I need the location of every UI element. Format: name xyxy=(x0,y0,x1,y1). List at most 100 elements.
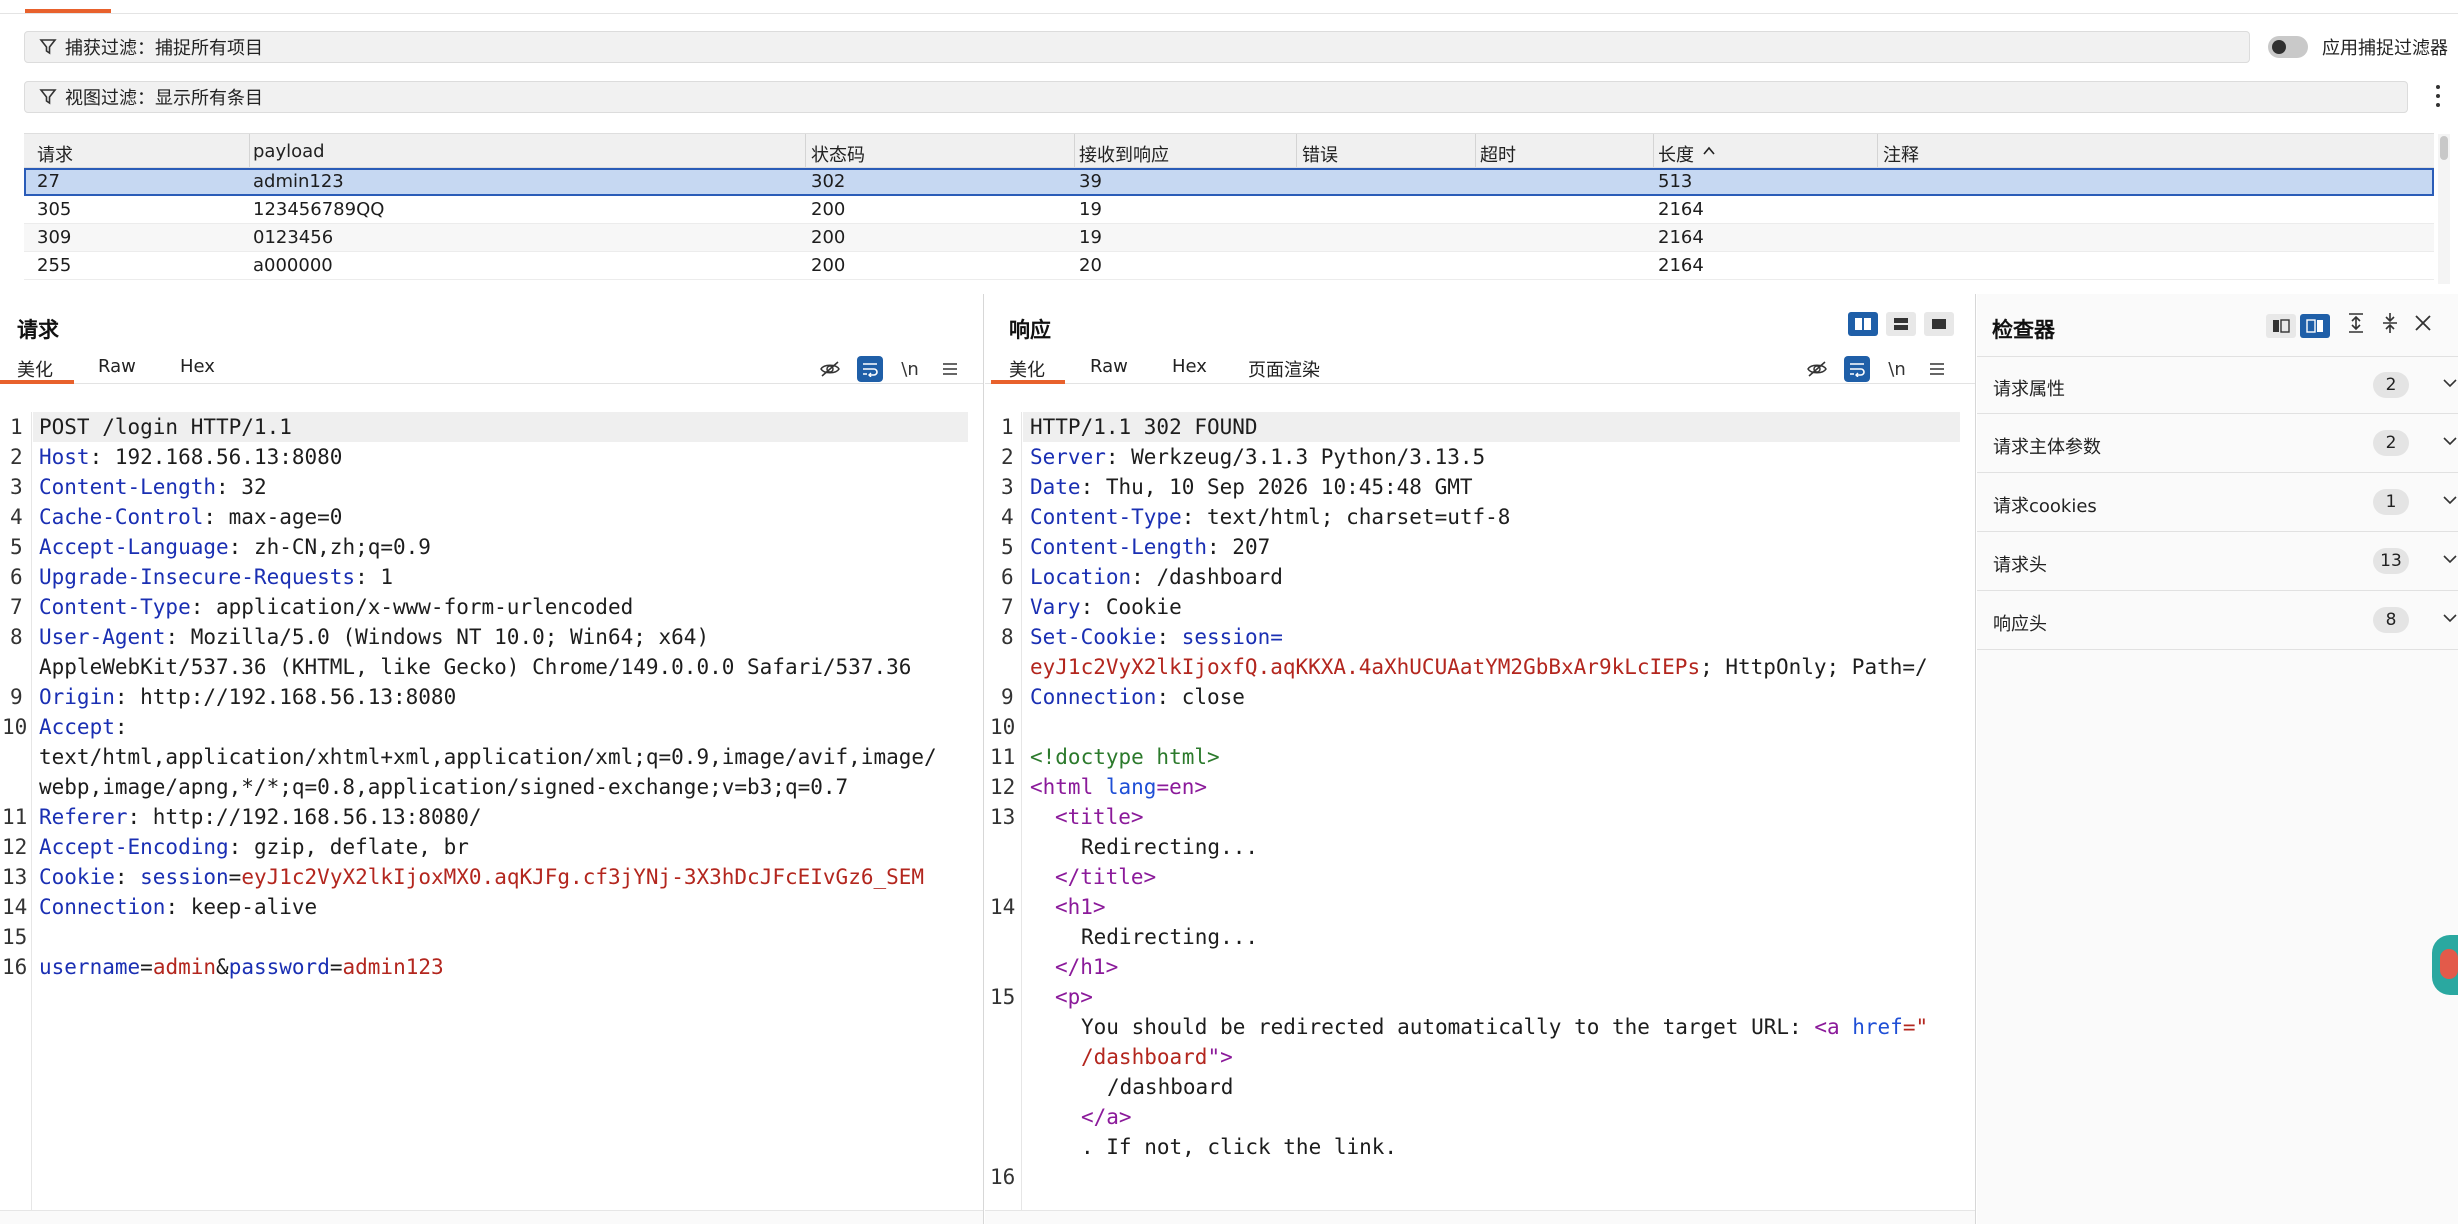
chevron-down-icon xyxy=(2443,437,2457,446)
top-tab-strip xyxy=(0,0,2458,14)
code-line-wrap: eyJ1c2VyX2lkIjoxfQ.aqKKXA.4aXhUCUAatYM2G… xyxy=(1030,655,1928,679)
table-row[interactable]: 255 a000000 200 20 2164 xyxy=(24,252,2434,280)
collapse-all-icon[interactable] xyxy=(2380,312,2400,339)
request-tabs: 美化 Raw Hex \n xyxy=(0,344,983,384)
code-line: Connection: keep-alive xyxy=(39,895,318,919)
hide-nonprintable-icon[interactable] xyxy=(1804,356,1830,382)
tab-render[interactable]: 页面渲染 xyxy=(1248,360,1320,381)
code-line: Content-Type: text/html; charset=utf-8 xyxy=(1030,505,1511,529)
sort-ascending-icon xyxy=(1703,146,1715,155)
menu-icon[interactable] xyxy=(937,356,963,382)
tab-raw[interactable]: Raw xyxy=(98,356,136,377)
request-panel-title: 请求 xyxy=(17,318,59,342)
response-editor-tools: \n xyxy=(1790,356,1950,382)
tab-pretty[interactable]: 美化 xyxy=(17,360,53,381)
code-line-wrap: /dashboard"> xyxy=(1081,1045,1233,1069)
request-panel: 请求 美化 Raw Hex \n 1 POST /login HTTP/1.1 … xyxy=(0,294,984,1224)
apply-capture-filter-label: 应用捕捉过滤器 xyxy=(2322,38,2448,59)
column-header[interactable]: 长度 xyxy=(1658,145,1694,166)
code-line: </a> xyxy=(1081,1105,1132,1129)
floating-assistant-icon[interactable] xyxy=(2432,935,2458,995)
code-line: Redirecting... xyxy=(1081,835,1259,859)
response-horizontal-scrollbar[interactable] xyxy=(985,1210,1975,1224)
inspector-section-request-attributes[interactable]: 请求属性 2 xyxy=(1977,356,2458,414)
inspector-section-body-params[interactable]: 请求主体参数 2 xyxy=(1977,415,2458,473)
inspector-section-cookies[interactable]: 请求cookies 1 xyxy=(1977,474,2458,532)
code-line: Server: Werkzeug/3.1.3 Python/3.13.5 xyxy=(1030,445,1486,469)
split-horizontal-icon[interactable] xyxy=(1848,312,1878,336)
code-line: <title> xyxy=(1055,805,1144,829)
active-tab-underline xyxy=(991,380,1065,384)
column-header[interactable]: 错误 xyxy=(1302,145,1338,166)
close-icon[interactable] xyxy=(2414,314,2432,337)
count-badge: 1 xyxy=(2373,489,2409,515)
line-gutter xyxy=(985,412,1022,1224)
inspector-layout-right-icon[interactable] xyxy=(2300,313,2330,338)
code-line: Upgrade-Insecure-Requests: 1 xyxy=(39,565,394,589)
request-body-line: username=admin&password=admin123 xyxy=(39,955,444,979)
hide-nonprintable-icon[interactable] xyxy=(817,356,843,382)
count-badge: 2 xyxy=(2373,372,2409,398)
code-line: <!doctype html> xyxy=(1030,745,1220,769)
word-wrap-icon[interactable] xyxy=(1844,356,1870,382)
column-header[interactable]: 状态码 xyxy=(811,145,865,166)
code-line: You should be redirected automatically t… xyxy=(1081,1015,1929,1039)
chevron-down-icon xyxy=(2443,379,2457,388)
view-filter-bar[interactable]: 视图过滤：显示所有条目 xyxy=(24,81,2408,113)
code-line: Accept: xyxy=(39,715,128,739)
column-header[interactable]: 接收到响应 xyxy=(1079,145,1169,166)
code-line: Redirecting... xyxy=(1081,925,1259,949)
code-line: Set-Cookie: session= xyxy=(1030,625,1283,649)
response-tabs: 美化 Raw Hex 页面渲染 \n xyxy=(985,344,1975,384)
code-line: <h1> xyxy=(1055,895,1106,919)
code-line: <p> xyxy=(1055,985,1093,1009)
table-row[interactable]: 27 admin123 302 39 513 xyxy=(24,168,2434,196)
chevron-down-icon xyxy=(2443,555,2457,564)
split-vertical-icon[interactable] xyxy=(1886,312,1916,336)
active-tab-underline xyxy=(0,380,74,384)
request-horizontal-scrollbar[interactable] xyxy=(0,1210,983,1224)
code-line: Location: /dashboard xyxy=(1030,565,1283,589)
column-header[interactable]: 请求 xyxy=(37,145,73,166)
code-line: User-Agent: Mozilla/5.0 (Windows NT 10.0… xyxy=(39,625,710,649)
code-line: . If not, click the link. xyxy=(1081,1135,1398,1159)
toggle-switch[interactable] xyxy=(2268,36,2308,58)
table-row[interactable]: 309 0123456 200 19 2164 xyxy=(24,224,2434,252)
results-table: 请求 payload 状态码 接收到响应 错误 超时 长度 注释 27 admi… xyxy=(24,133,2434,286)
tab-raw[interactable]: Raw xyxy=(1090,356,1128,377)
column-header[interactable]: 超时 xyxy=(1480,145,1516,166)
current-line-highlight xyxy=(1023,412,1960,442)
inspector-layout-left-icon[interactable] xyxy=(2266,313,2296,338)
line-gutter xyxy=(0,412,32,1224)
table-scrollbar[interactable] xyxy=(2438,134,2450,284)
newline-toggle[interactable]: \n xyxy=(901,358,919,380)
code-line-wrap: webp,image/apng,*/*;q=0.8,application/si… xyxy=(39,775,849,799)
newline-toggle[interactable]: \n xyxy=(1888,358,1906,380)
current-line-highlight xyxy=(33,412,968,442)
tab-hex[interactable]: Hex xyxy=(180,356,215,377)
word-wrap-icon[interactable] xyxy=(857,356,883,382)
code-line: Content-Length: 207 xyxy=(1030,535,1271,559)
tab-hex[interactable]: Hex xyxy=(1172,356,1207,377)
capture-filter-bar[interactable]: 捕获过滤：捕捉所有项目 xyxy=(24,31,2250,63)
code-line: </h1> xyxy=(1055,955,1119,979)
code-line: Referer: http://192.168.56.13:8080/ xyxy=(39,805,482,829)
filter-icon xyxy=(39,89,57,105)
inspector-section-request-headers[interactable]: 请求头 13 xyxy=(1977,533,2458,591)
table-row[interactable]: 305 123456789QQ 200 19 2164 xyxy=(24,196,2434,224)
tabs-view-icon[interactable] xyxy=(1924,312,1954,336)
request-editor-tools: \n xyxy=(803,356,963,382)
column-header[interactable]: 注释 xyxy=(1883,145,1919,166)
code-line: /dashboard xyxy=(1107,1075,1234,1099)
column-header[interactable]: payload xyxy=(253,141,325,162)
code-line: HTTP/1.1 302 FOUND xyxy=(1030,415,1258,439)
tab-pretty[interactable]: 美化 xyxy=(1009,360,1045,381)
menu-icon[interactable] xyxy=(1924,356,1950,382)
more-options-icon[interactable] xyxy=(2430,83,2446,109)
inspector-title: 检查器 xyxy=(1992,318,2055,342)
inspector-section-response-headers[interactable]: 响应头 8 xyxy=(1977,592,2458,650)
apply-capture-filter-toggle[interactable]: 应用捕捉过滤器 xyxy=(2268,34,2448,60)
expand-all-icon[interactable] xyxy=(2346,312,2366,339)
code-line: Content-Length: 32 xyxy=(39,475,267,499)
response-panel: 响应 美化 Raw Hex 页面渲染 \n 1 HTTP/1.1 302 FOU… xyxy=(985,294,1976,1224)
